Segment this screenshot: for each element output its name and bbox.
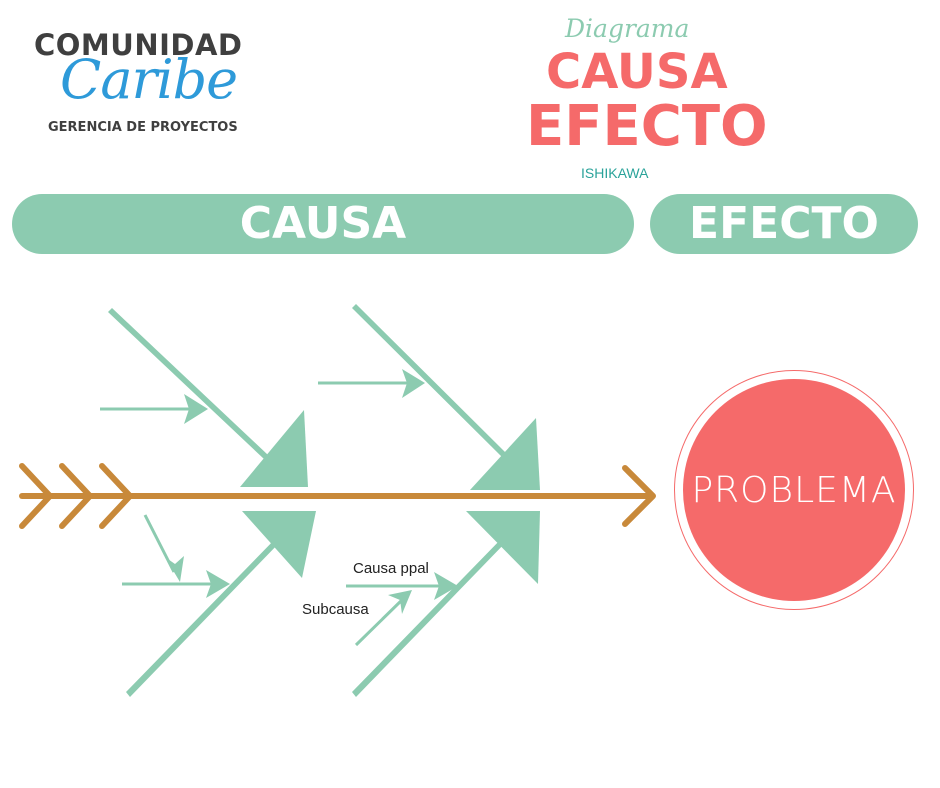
header-causa-banner: CAUSA — [12, 194, 634, 254]
label-main-cause: Causa ppal — [353, 560, 429, 577]
title-subtitle: ISHIKAWA — [581, 165, 649, 181]
title-line-efecto: EFECTO — [526, 94, 768, 159]
label-sub-cause: Subcausa — [302, 601, 369, 618]
bone-lower-right — [346, 511, 540, 697]
logo-bottom-text: GERENCIA DE PROYECTOS — [48, 120, 238, 135]
bone-upper-left — [100, 308, 308, 487]
logo: COMUNIDAD Caribe GERENCIA DE PROYECTOS — [20, 28, 260, 148]
problem-outer-ring — [674, 370, 914, 610]
spine — [19, 463, 656, 529]
bone-upper-right — [318, 304, 540, 490]
header-efecto-banner: EFECTO — [650, 194, 918, 254]
title-script: Diagrama — [565, 14, 690, 43]
problem-circle: PROBLEMA — [683, 379, 905, 601]
title-line-causa: CAUSA — [546, 44, 728, 100]
logo-script-text: Caribe — [60, 48, 238, 111]
problem-label: PROBLEMA — [691, 469, 897, 511]
logo-top-text: COMUNIDAD — [34, 28, 243, 62]
bone-lower-left — [122, 511, 316, 697]
